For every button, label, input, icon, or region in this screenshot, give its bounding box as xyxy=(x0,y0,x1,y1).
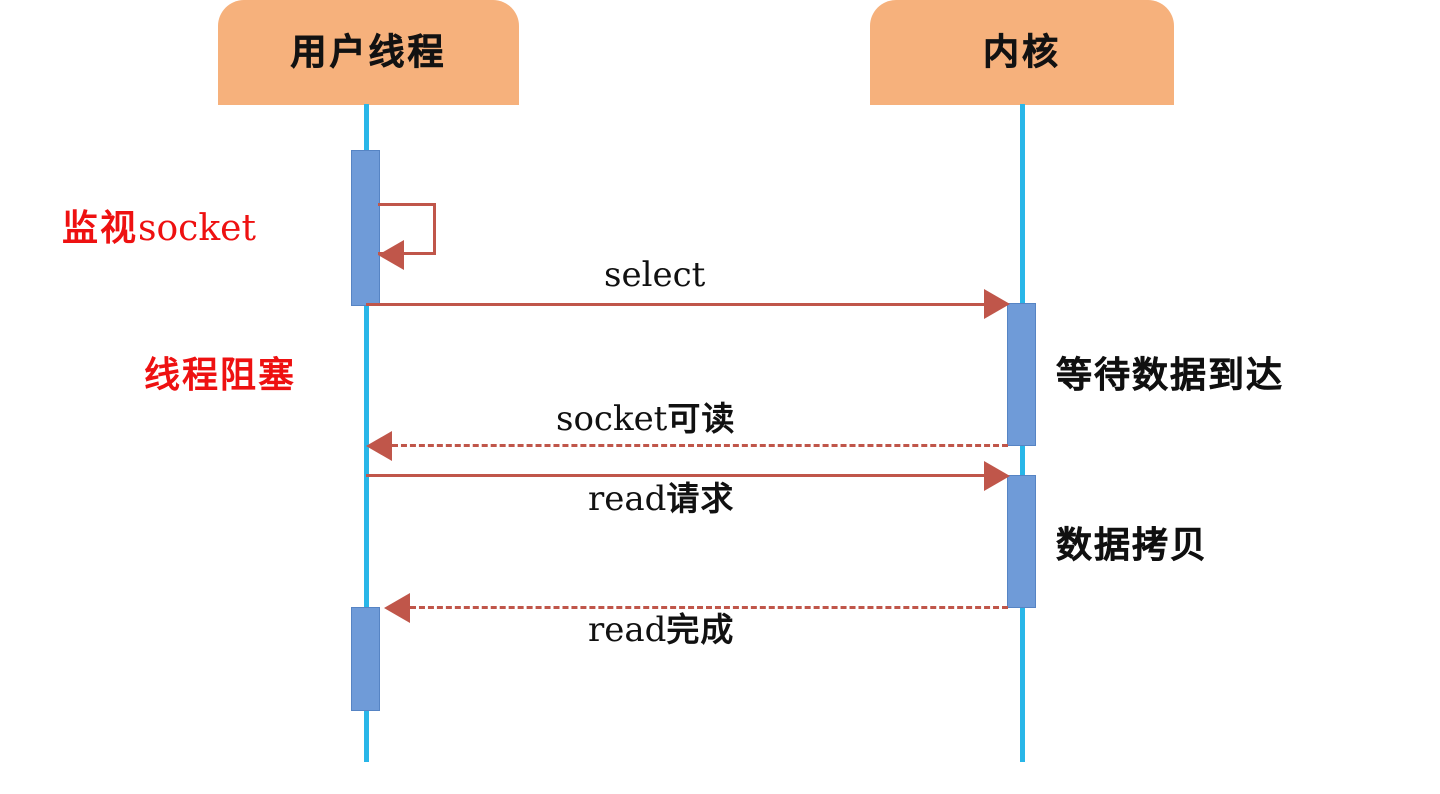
message-label-select-text: select xyxy=(604,255,706,295)
message-self-loop-arrowhead xyxy=(378,240,404,270)
note-monitor-socket-latin: socket xyxy=(138,208,256,249)
note-monitor-socket: 监视socket xyxy=(62,211,256,247)
note-monitor-socket-cjk: 监视 xyxy=(62,208,139,249)
activation-bar-kernel-copy[interactable] xyxy=(1007,475,1036,608)
message-label-socket-readable: socket可读 xyxy=(556,402,735,436)
message-line-select xyxy=(366,303,986,306)
note-data-copy-label: 数据拷贝 xyxy=(1056,525,1209,566)
message-arrowhead-read-complete xyxy=(384,593,410,623)
message-label-read-request: read请求 xyxy=(588,482,734,516)
message-arrowhead-select xyxy=(984,289,1010,319)
message-label-read-request-cjk: 请求 xyxy=(666,479,735,518)
message-self-loop-monitor-socket xyxy=(378,203,436,255)
participant-user-thread-label: 用户线程 xyxy=(290,31,447,73)
message-label-read-complete-cjk: 完成 xyxy=(666,610,735,649)
message-line-socket-readable xyxy=(392,444,1008,447)
note-thread-blocked: 线程阻塞 xyxy=(144,358,296,394)
message-label-read-complete: read完成 xyxy=(588,613,734,647)
message-label-select: select xyxy=(604,258,705,292)
message-arrowhead-socket-readable xyxy=(366,431,392,461)
note-data-copy: 数据拷贝 xyxy=(1056,525,1209,566)
message-label-socket-readable-latin: socket xyxy=(556,399,668,439)
activation-bar-user-read-done[interactable] xyxy=(351,607,380,711)
message-label-read-request-latin: read xyxy=(588,479,667,519)
activation-bar-user-monitor[interactable] xyxy=(351,150,380,306)
message-label-socket-readable-cjk: 可读 xyxy=(667,399,736,438)
activation-bar-kernel-wait[interactable] xyxy=(1007,303,1036,446)
message-line-read-request xyxy=(366,474,986,477)
participant-kernel-label: 内核 xyxy=(982,31,1061,73)
participant-user-thread[interactable]: 用户线程 xyxy=(218,0,519,105)
note-waiting-for-data-label: 等待数据到达 xyxy=(1056,355,1285,396)
note-thread-blocked-cjk: 线程阻塞 xyxy=(144,355,297,396)
note-waiting-for-data: 等待数据到达 xyxy=(1056,355,1285,396)
message-line-read-complete xyxy=(410,606,1008,609)
message-label-read-complete-latin: read xyxy=(588,610,667,650)
message-arrowhead-read-request xyxy=(984,461,1010,491)
participant-kernel[interactable]: 内核 xyxy=(870,0,1174,105)
